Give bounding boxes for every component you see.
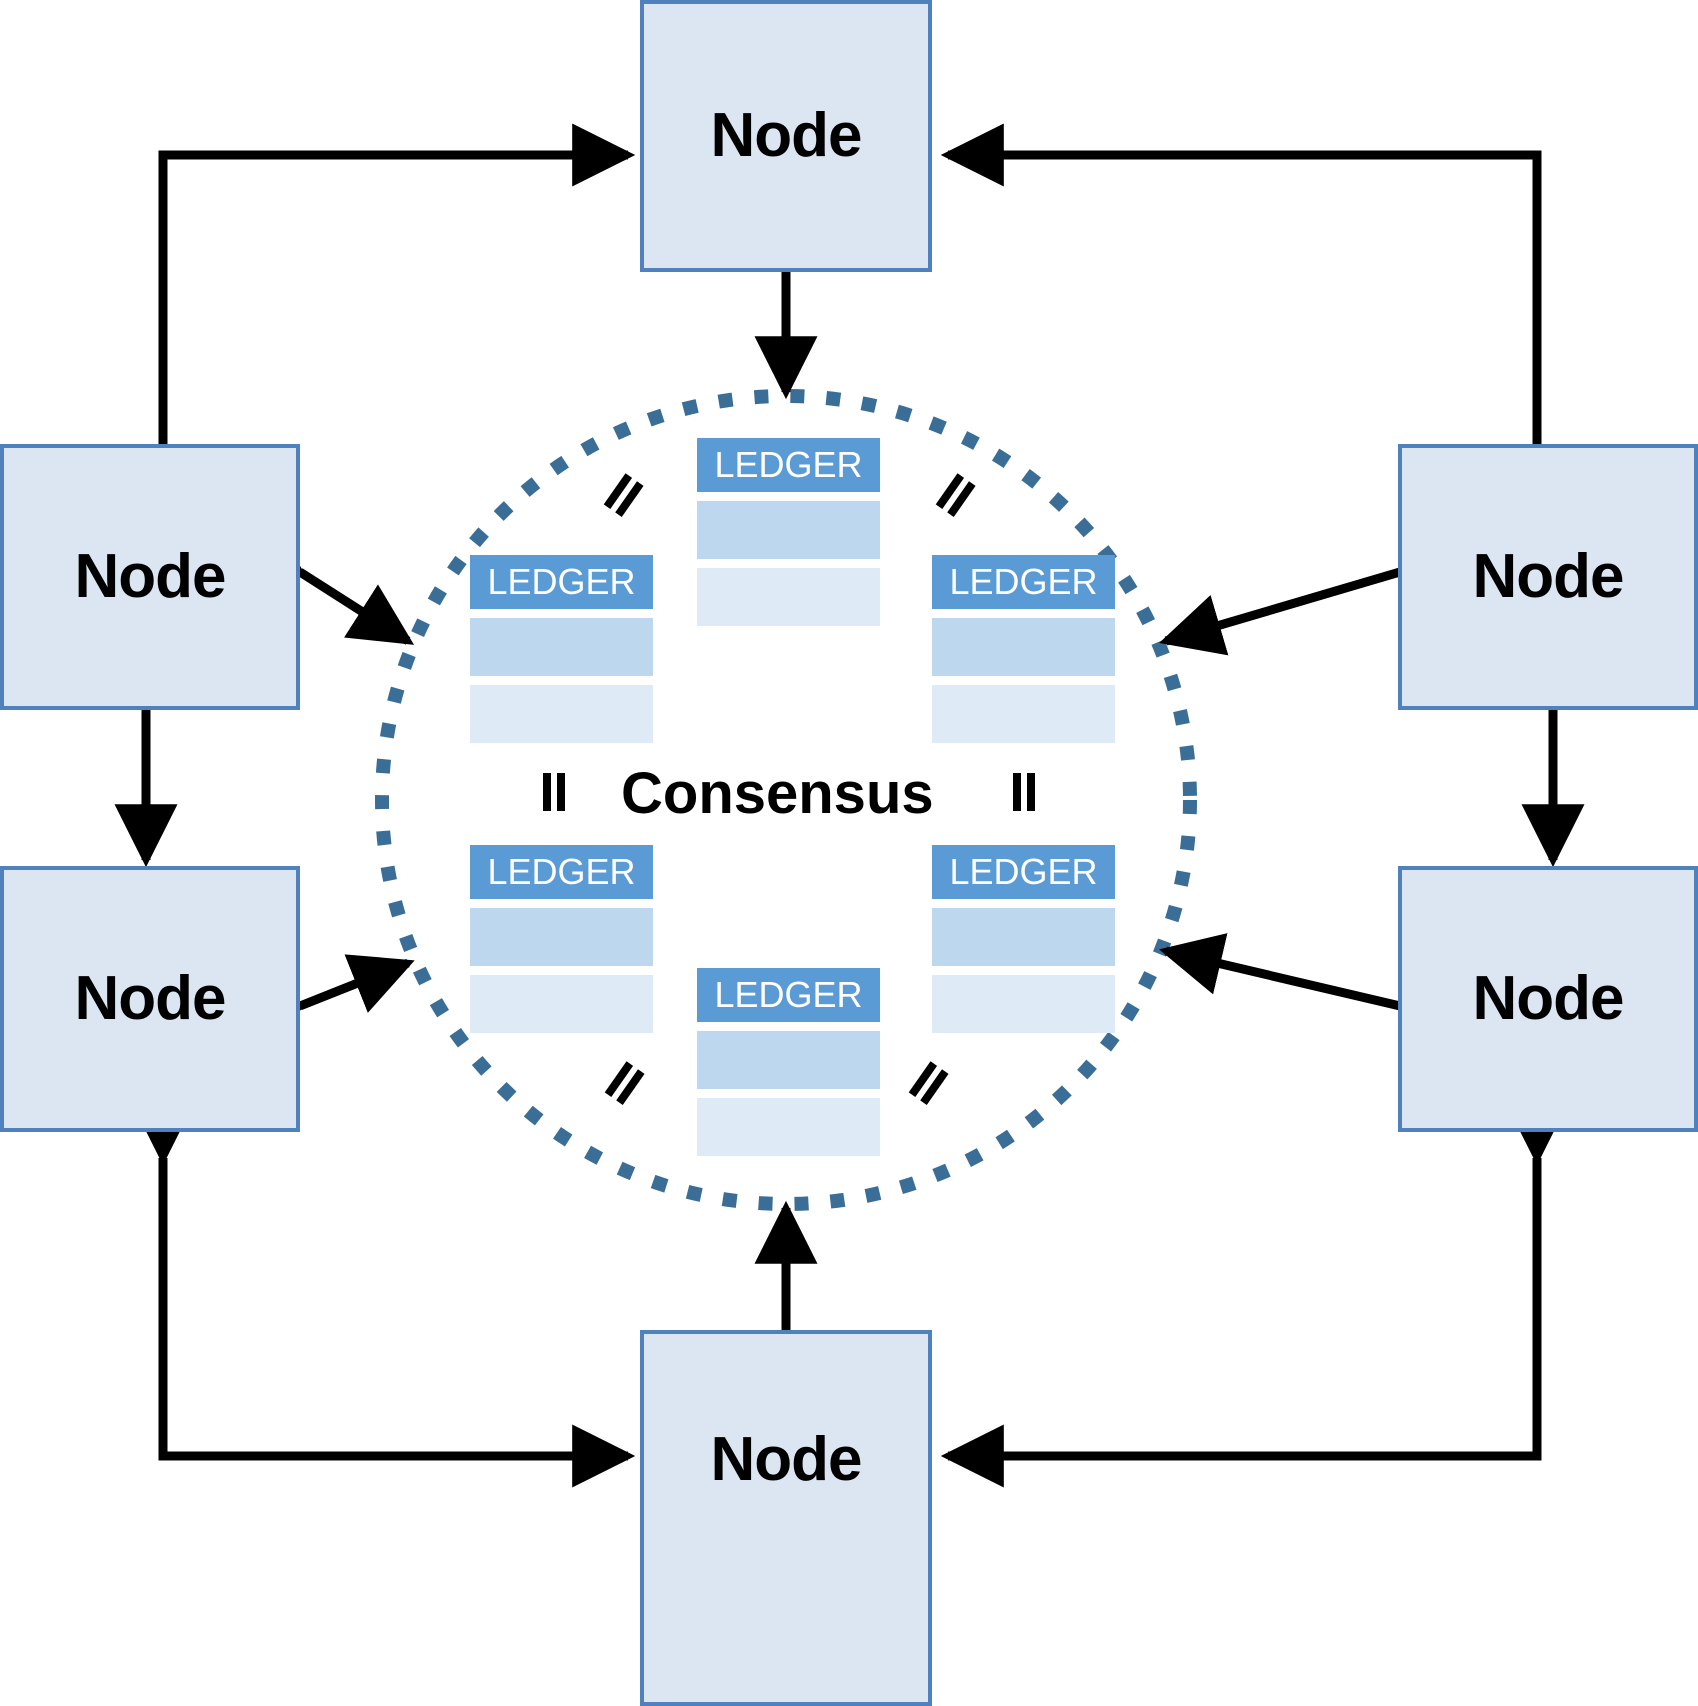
ledger-lower-left[interactable]: LEDGER	[470, 845, 653, 1033]
node-right-lower[interactable]: Node	[1398, 866, 1698, 1132]
node-bottom[interactable]: Node	[640, 1330, 932, 1706]
node-left-upper[interactable]: Node	[0, 444, 300, 710]
ledger-bottom-header: LEDGER	[697, 968, 880, 1022]
connector-elbow-top-right	[940, 123, 1569, 504]
ledger-lower-left-row-1	[470, 908, 653, 966]
consensus-circle-outline	[375, 389, 1197, 1211]
node-bottom-label: Node	[710, 1425, 863, 1494]
connector-right-upper-to-center	[1159, 526, 1463, 656]
connector-left-upper-to-center	[236, 515, 415, 645]
ledger-upper-right-row-1	[932, 618, 1115, 676]
ledger-upper-right[interactable]: LEDGER	[932, 555, 1115, 743]
equals-mark-middle-right-icon	[1000, 770, 1044, 814]
node-left-lower-label: Node	[74, 964, 227, 1033]
consensus-label: Consensus	[621, 761, 934, 826]
ledger-upper-left[interactable]: LEDGER	[470, 555, 653, 743]
node-left-lower[interactable]: Node	[0, 866, 300, 1132]
ledger-top-row-1	[697, 501, 880, 559]
node-top[interactable]: Node	[640, 0, 932, 272]
ledger-upper-right-header: LEDGER	[932, 555, 1115, 609]
equals-mark-middle-left-icon	[530, 770, 574, 814]
ledger-bottom[interactable]: LEDGER	[697, 968, 880, 1156]
ledger-top-header: LEDGER	[697, 438, 880, 492]
ledger-lower-right-row-2	[932, 975, 1115, 1033]
ledger-top[interactable]: LEDGER	[697, 438, 880, 626]
connector-left-lower-to-center	[236, 954, 415, 1056]
node-top-label: Node	[710, 101, 863, 170]
ledger-bottom-row-1	[697, 1031, 880, 1089]
connector-right-lower-to-center	[1158, 933, 1462, 1050]
ledger-upper-left-row-1	[470, 618, 653, 676]
ledger-bottom-row-2	[697, 1098, 880, 1156]
ledger-lower-left-header: LEDGER	[470, 845, 653, 899]
ledger-lower-right-header: LEDGER	[932, 845, 1115, 899]
node-left-upper-label: Node	[74, 542, 227, 611]
ledger-upper-left-header: LEDGER	[470, 555, 653, 609]
ledger-upper-left-row-2	[470, 685, 653, 743]
node-right-upper-label: Node	[1472, 542, 1625, 611]
ledger-lower-right[interactable]: LEDGER	[932, 845, 1115, 1033]
node-right-upper[interactable]: Node	[1398, 444, 1698, 710]
ledger-top-row-2	[697, 568, 880, 626]
connector-elbow-bottom-left	[131, 1102, 636, 1488]
ledger-upper-right-row-2	[932, 685, 1115, 743]
connector-elbow-top-left	[131, 123, 636, 504]
connector-elbow-bottom-right	[940, 1102, 1569, 1488]
node-right-lower-label: Node	[1472, 964, 1625, 1033]
ledger-lower-left-row-2	[470, 975, 653, 1033]
ledger-lower-right-row-1	[932, 908, 1115, 966]
